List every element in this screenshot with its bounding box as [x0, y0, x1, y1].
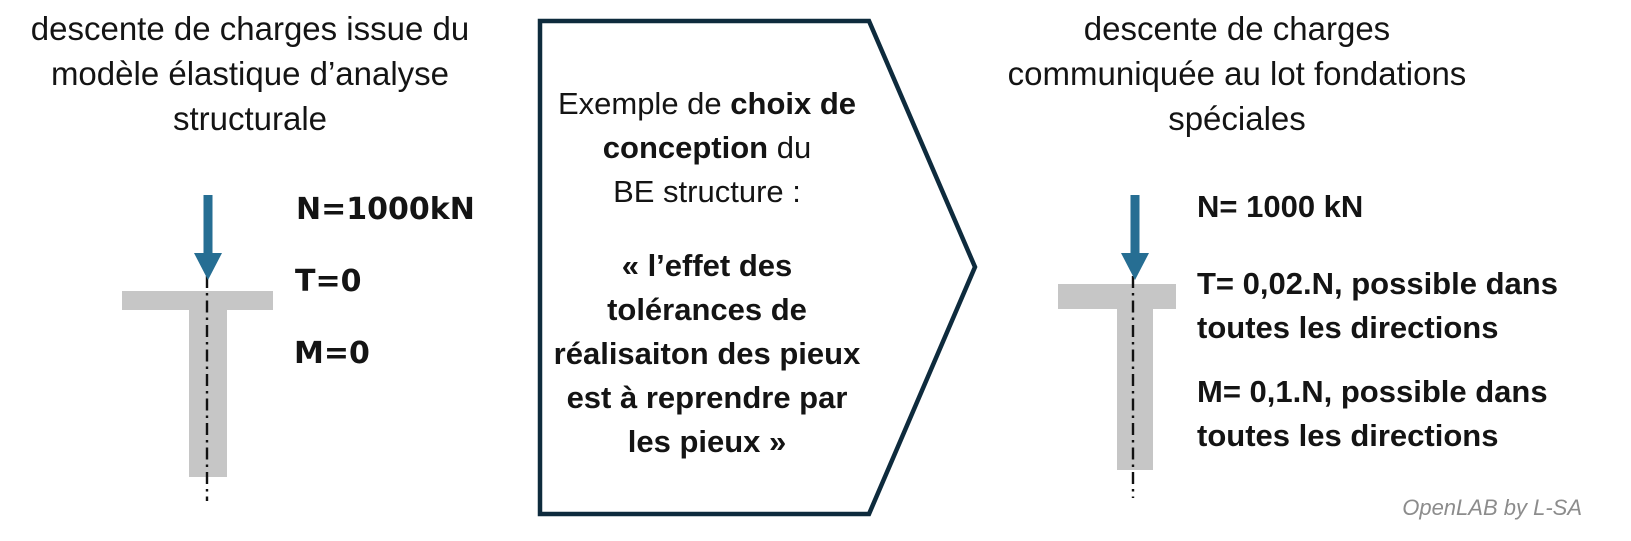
right-down-arrow-icon	[1121, 195, 1149, 280]
right-label-m-line-1: M= 0,1.N, possible dans	[1197, 374, 1548, 409]
right-title-line-2: communiquée au lot fondations	[1007, 55, 1467, 92]
callout-header: Exemple de choix de conception du BE str…	[548, 82, 866, 214]
left-title-line-3: structurale	[172, 100, 328, 137]
left-title-line-2: modèle élastique d’analyse	[50, 55, 450, 92]
left-label-m: M=0	[294, 336, 370, 371]
right-pile-diagram	[1058, 195, 1176, 498]
right-label-t: T= 0,02.N, possible dans toutes les dire…	[1197, 262, 1558, 350]
callout-quote-line-1: « l’effet des	[621, 248, 793, 283]
right-panel-title: descente de charges communiquée au lot f…	[972, 6, 1502, 141]
left-pile-diagram	[122, 195, 273, 501]
callout-pentagon	[537, 18, 978, 517]
right-label-m-line-2: toutes les directions	[1197, 418, 1499, 453]
left-title-line-1: descente de charges issue du	[30, 10, 470, 47]
callout-pentagon-outline	[537, 18, 978, 517]
right-title-line-1: descente de charges	[1083, 10, 1391, 47]
callout-quote-line-5: les pieux »	[627, 424, 787, 459]
right-label-m: M= 0,1.N, possible dans toutes les direc…	[1197, 370, 1548, 458]
callout-text: Exemple de choix de conception du BE str…	[548, 82, 866, 464]
left-down-arrow-icon	[194, 195, 222, 280]
right-title-line-3: spéciales	[1168, 100, 1306, 137]
right-label-t-line-2: toutes les directions	[1197, 310, 1499, 345]
callout-header-line-3: BE structure :	[613, 174, 801, 209]
callout-quote-line-2: tolérances de	[607, 292, 807, 327]
right-pile-shaft	[1117, 284, 1153, 470]
callout-quote: « l’effet des tolérances de réalisaiton …	[548, 244, 866, 464]
callout-quote-line-3: réalisaiton des pieux	[553, 336, 861, 371]
callout-header-line-2: conception du	[548, 126, 866, 170]
left-label-t: T=0	[295, 264, 362, 299]
right-label-n: N= 1000 kN	[1197, 189, 1364, 224]
left-label-n: N=1000kN	[296, 192, 475, 227]
callout-line2-regular: du	[768, 130, 812, 165]
callout-line1-regular: Exemple de	[557, 86, 731, 121]
callout-quote-line-4: est à reprendre par	[566, 380, 848, 415]
left-panel-title: descente de charges issue du modèle élas…	[16, 6, 484, 141]
watermark-logo-text: OpenLAB by L-SA	[1402, 495, 1582, 520]
callout-line2-bold: conception	[602, 130, 769, 165]
callout-header-line-1: Exemple de choix de	[548, 82, 866, 126]
callout-line1-bold: choix de	[730, 86, 857, 121]
right-label-t-line-1: T= 0,02.N, possible dans	[1197, 266, 1558, 301]
